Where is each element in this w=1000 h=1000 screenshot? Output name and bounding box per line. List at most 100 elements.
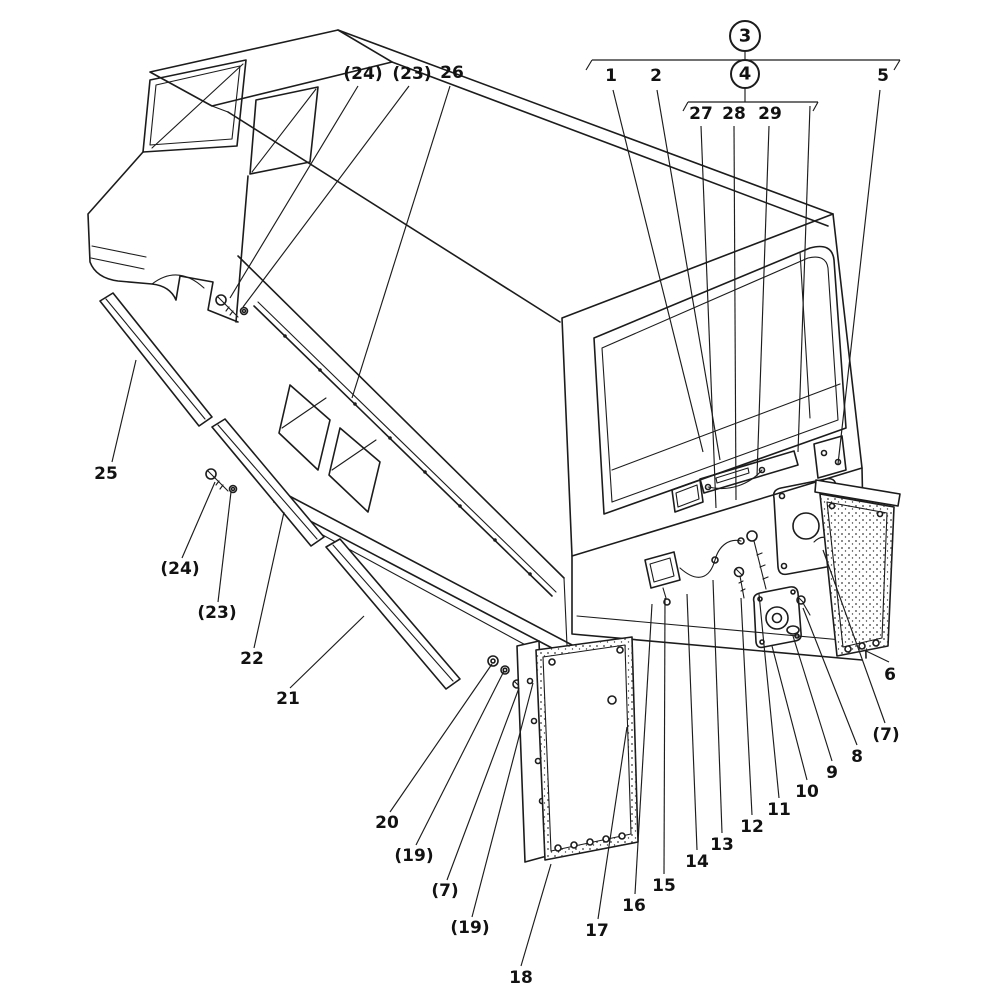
washer-19-a-hole <box>502 667 508 673</box>
leader-28 <box>733 125 737 501</box>
mud-flap-right <box>814 479 901 657</box>
screw-8-head <box>796 595 806 605</box>
leader-22 <box>253 511 285 649</box>
circled-callout-3: 3 <box>729 20 761 52</box>
flap-top-hole <box>548 658 556 666</box>
nut-20-hole <box>490 658 496 664</box>
leader-17 <box>597 726 628 920</box>
license-lamp-inner <box>675 484 700 508</box>
callout-circle-4 <box>730 59 760 89</box>
moulding-rivet <box>423 470 427 474</box>
leader-23-top <box>242 85 410 308</box>
screw-24-top-shaft <box>217 296 239 318</box>
circled-callout-4: 4 <box>730 59 760 89</box>
leader-2 <box>656 89 721 461</box>
part-label-circled: 4 <box>739 64 752 85</box>
side-window-1 <box>278 384 331 471</box>
cant-rail <box>227 111 561 323</box>
flap-bottom-hole <box>554 844 562 852</box>
cab <box>87 29 393 323</box>
washer-23-left <box>228 484 238 494</box>
latch-recess <box>699 450 799 494</box>
roof-rails <box>227 29 834 323</box>
leader-8 <box>802 607 858 746</box>
leader-7-a <box>446 687 520 881</box>
mud-flap-centre <box>516 636 639 863</box>
windshield-glint <box>151 63 244 149</box>
leader-group4-extra <box>797 105 811 453</box>
washer-23-top <box>239 306 249 316</box>
body-side <box>237 255 575 669</box>
linkage-joint <box>737 537 745 545</box>
screw-8-shaft <box>797 596 811 616</box>
leader-1 <box>612 89 704 453</box>
flap-mount-hole <box>607 695 617 705</box>
side-window-2-glint <box>331 439 377 471</box>
wheel-arch <box>151 274 205 289</box>
lock-plate-10 <box>752 586 802 649</box>
housing-screw-hole <box>780 562 788 570</box>
part-label: (23) <box>197 603 236 623</box>
leader-11 <box>758 593 780 799</box>
moulding-rivet <box>318 368 322 372</box>
flap-top-hole <box>616 646 624 654</box>
bolt-11-head <box>746 530 758 542</box>
plate-screw-hole <box>790 589 796 595</box>
handle-inner <box>649 557 675 583</box>
rear-wall <box>561 213 863 557</box>
plate-screw-hole <box>794 633 800 639</box>
screw-24-left-shaft <box>207 470 229 492</box>
screw-24-top-head <box>215 294 227 306</box>
part-label: 2 <box>650 66 662 86</box>
side-sill-c <box>283 513 569 669</box>
part-label: 28 <box>722 104 746 124</box>
handle-stem <box>662 587 667 599</box>
leader-6 <box>863 649 890 663</box>
flap-bottom-hole <box>586 838 594 846</box>
washer-23-top-hole <box>241 308 247 314</box>
part-label: 13 <box>710 835 734 855</box>
latch-pin <box>704 483 712 491</box>
moulding-rivet <box>283 334 287 338</box>
moulding-rivet <box>493 538 497 542</box>
linkage-joint <box>711 556 719 564</box>
part-label: 29 <box>758 104 782 124</box>
part-label: 6 <box>884 665 896 685</box>
leader-27 <box>700 125 717 509</box>
side-top-edge <box>237 255 565 579</box>
bolt-11-shaft <box>753 540 769 590</box>
moulding-21-inner <box>332 544 454 682</box>
leader-7-b <box>822 549 886 724</box>
gasket-9 <box>786 625 800 635</box>
screw-12-head <box>733 566 745 578</box>
leader-18 <box>520 863 552 967</box>
moulding-rivet <box>528 572 532 576</box>
callout-labels: 3 4 (24) (23) 26 1 2 27 28 29 5 25 (24) … <box>94 20 900 988</box>
flap-bottom-hole <box>602 835 610 843</box>
nut-20 <box>487 655 499 667</box>
part-label: 18 <box>509 968 533 988</box>
part-label: (24) <box>343 64 382 84</box>
side-window-2 <box>328 427 381 513</box>
part-label: (7) <box>431 881 458 901</box>
screw-12-shaft <box>735 568 746 599</box>
leader-26 <box>351 85 451 399</box>
part-label: 25 <box>94 464 118 484</box>
handle-stem-end <box>663 598 671 606</box>
leader-19-a <box>415 670 505 846</box>
interior-line-2 <box>799 251 811 419</box>
rear-window-outer <box>593 245 847 515</box>
part-label: 10 <box>795 782 819 802</box>
waist-moulding-line-b <box>257 301 557 593</box>
moulding-strips <box>99 292 461 690</box>
flap-bottom-hole <box>858 642 866 650</box>
hanger-hole <box>530 717 538 725</box>
part-label: 11 <box>767 800 791 820</box>
leader-24-top <box>229 85 359 299</box>
linkage-rod-13-14 <box>679 539 742 578</box>
vehicle-artwork <box>87 29 901 863</box>
washer-19-a <box>500 665 510 675</box>
cab-door-window <box>249 86 319 175</box>
flap-top-hole <box>876 510 884 518</box>
